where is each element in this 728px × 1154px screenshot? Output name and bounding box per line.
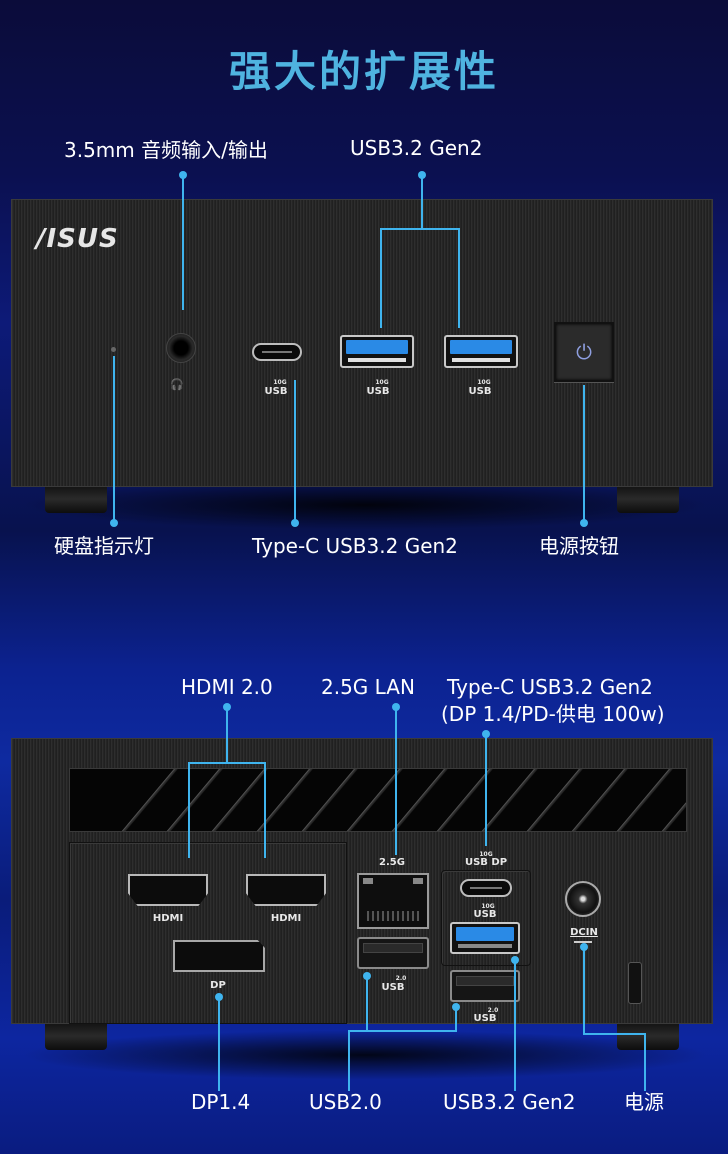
rear-usb32-port[interactable]	[450, 922, 520, 954]
port-pins	[452, 358, 510, 362]
label-front-typec: Type-C USB3.2 Gen2	[252, 534, 458, 558]
callout-line-typec	[294, 380, 296, 522]
rear-vent	[69, 768, 687, 832]
callout-line-audio	[182, 175, 184, 310]
callout-line-rear-usb32	[514, 960, 516, 1091]
callout-line-usb32-a	[380, 228, 382, 328]
front-shadow	[20, 480, 710, 530]
label-audio-jack: 3.5mm 音频输入/输出	[64, 138, 268, 162]
kensington-lock-slot	[628, 962, 642, 1004]
label-usb20: USB2.0	[309, 1090, 382, 1114]
audio-jack[interactable]	[166, 333, 196, 363]
port-tongue	[346, 340, 408, 354]
callout-line-usb32	[421, 175, 423, 229]
label-dc-in: 电源	[624, 1090, 664, 1114]
rear-usb2-port-right[interactable]	[450, 970, 520, 1002]
label-dp: DP1.4	[191, 1090, 251, 1114]
front-usba1-type: USB	[366, 386, 390, 397]
callout-line-dcin	[583, 947, 585, 1034]
callout-line-power	[583, 385, 585, 522]
port-pins	[348, 358, 406, 362]
front-usba1-speed: 10G	[375, 379, 389, 386]
callout-dot	[110, 519, 118, 527]
callout-line-dp	[218, 997, 220, 1091]
rear-usb2-port-left[interactable]	[357, 937, 429, 969]
callout-bracket-usb32	[380, 228, 460, 230]
rear-foot-right	[617, 1022, 679, 1050]
callout-line-hdmi	[226, 707, 228, 763]
page-title: 强大的扩展性	[228, 47, 499, 96]
callout-bracket-dcin	[583, 1033, 646, 1035]
lan-mark: 2.5G	[379, 857, 405, 868]
front-usba2-speed: 10G	[477, 379, 491, 386]
power-icon: ⏻	[576, 340, 592, 364]
usb2-right-type: USB	[473, 1013, 497, 1024]
callout-dot	[291, 519, 299, 527]
callout-line-hdmi-a	[188, 762, 190, 858]
label-hdd-led: 硬盘指示灯	[54, 534, 154, 558]
front-usba2-type: USB	[468, 386, 492, 397]
rear-shadow	[20, 1030, 710, 1080]
callout-line-usb32-b	[458, 228, 460, 328]
hdmi-port-1[interactable]	[128, 874, 208, 906]
rear-typec-speed: 10G	[479, 851, 493, 858]
callout-line-usb2-right	[455, 1007, 457, 1032]
callout-dot	[580, 519, 588, 527]
dp-mark: DP	[210, 980, 226, 991]
usb2-left-type: USB	[381, 982, 405, 993]
hdmi-1-mark: HDMI	[152, 913, 184, 924]
typec-usb-group	[441, 870, 531, 966]
displayport-port[interactable]	[173, 940, 265, 972]
port-tongue	[450, 340, 512, 354]
dcin-mark: DCIN	[570, 927, 598, 938]
rear-typec-type: USB DP	[464, 857, 508, 868]
label-rear-usb32: USB3.2 Gen2	[443, 1090, 576, 1114]
label-hdmi: HDMI 2.0	[181, 675, 273, 699]
rear-typec-port[interactable]	[460, 879, 512, 897]
callout-bracket-usb2	[348, 1030, 457, 1032]
hdmi-port-2[interactable]	[246, 874, 326, 906]
front-typec-type: USB	[264, 386, 288, 397]
asus-logo: /ISUS	[36, 224, 119, 254]
front-foot-left	[45, 485, 107, 513]
label-power-button: 电源按钮	[539, 534, 619, 558]
callout-line-dcin-down	[644, 1033, 646, 1091]
rear-foot-left	[45, 1022, 107, 1050]
front-foot-right	[617, 485, 679, 513]
dc-symbol	[574, 941, 592, 943]
usb2-left-speed: 2.0	[395, 975, 407, 982]
callout-line-usb2-left	[366, 976, 368, 1032]
callout-line-hdd	[113, 356, 115, 522]
power-button[interactable]: ⏻	[554, 322, 614, 382]
front-usb-a-port-2[interactable]	[444, 335, 518, 368]
callout-line-rear-typec	[485, 734, 487, 846]
front-usb-a-port-1[interactable]	[340, 335, 414, 368]
headset-icon: 🎧	[170, 378, 184, 391]
label-rear-typec-line1: Type-C USB3.2 Gen2	[447, 675, 653, 699]
ethernet-port[interactable]	[357, 873, 429, 929]
display-port-panel	[69, 842, 347, 1024]
hdmi-2-mark: HDMI	[270, 913, 302, 924]
front-typec-speed: 10G	[273, 379, 287, 386]
callout-line-usb2	[348, 1030, 350, 1091]
dc-in-port[interactable]	[565, 881, 601, 917]
hdd-led	[111, 347, 116, 352]
label-front-usb32: USB3.2 Gen2	[350, 136, 483, 160]
rear-usba-blue-speed: 10G	[481, 903, 495, 910]
front-typec-port[interactable]	[252, 343, 302, 361]
rear-usba-blue-type: USB	[473, 909, 497, 920]
callout-line-lan	[395, 707, 397, 855]
label-rear-typec-line2: (DP 1.4/PD-供电 100w)	[441, 702, 665, 726]
label-lan: 2.5G LAN	[321, 675, 415, 699]
callout-bracket-hdmi	[188, 762, 266, 764]
callout-line-hdmi-b	[264, 762, 266, 858]
usb2-right-speed: 2.0	[487, 1007, 499, 1014]
